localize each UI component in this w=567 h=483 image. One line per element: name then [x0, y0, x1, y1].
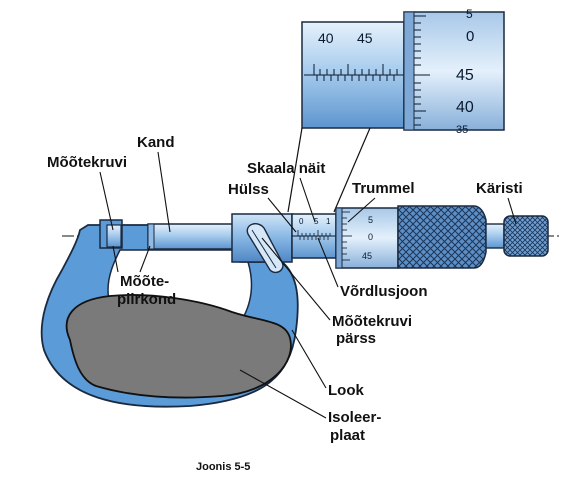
zoom-drum-label-35: 35 [456, 124, 468, 136]
label-skaala-nait: Skaala näit [247, 160, 325, 177]
insulation-pad [65, 294, 292, 399]
ratchet-neck [485, 223, 505, 249]
leader-parss [261, 237, 331, 321]
label-trummel: Trummel [352, 180, 415, 197]
leader-vordlusjoon [317, 237, 339, 288]
sleeve-ticks [297, 230, 331, 240]
leader-skaala-nait [299, 177, 316, 223]
zoom-leader-line [287, 127, 303, 213]
sleeve-label-1: 1 [326, 217, 331, 226]
label-parss-line2: pärss [336, 330, 376, 347]
spindle-tip [147, 223, 155, 250]
thimble-ticks [342, 211, 352, 261]
anvil [106, 224, 122, 248]
spindle [147, 223, 237, 250]
leader-mootepiirkond-a [112, 245, 119, 273]
label-kand: Kand [137, 134, 175, 151]
thimble-label-45: 45 [362, 251, 372, 261]
thimble-label-0: 0 [368, 232, 373, 242]
zoomed-scale: 40 45 5 0 45 40 35 [301, 7, 505, 136]
ratchet [503, 215, 549, 257]
leader-hulss [267, 197, 297, 233]
thimble-bevel [335, 207, 343, 269]
zoom-drum-label-0: 0 [466, 28, 474, 45]
label-mootekruvi: Mõõtekruvi [47, 154, 127, 171]
sleeve-label-0: 0 [299, 217, 304, 226]
label-karisti: Käristi [476, 180, 523, 197]
leader-trummel [347, 197, 376, 223]
label-mootepiirkond-line1: Mõõte- [120, 273, 169, 290]
lock-lever-edge [251, 229, 277, 269]
leader-karisti [507, 197, 517, 225]
zoom-drum-label-5: 5 [466, 7, 473, 21]
label-hulss: Hülss [228, 181, 269, 198]
zoom-sleeve-ticks [313, 64, 398, 81]
thimble-knurl [397, 205, 487, 269]
thimble-label-5: 5 [368, 215, 373, 225]
label-isoleerplaat-line1: Isoleer- [328, 409, 381, 426]
zoom-sleeve-label-40: 40 [318, 30, 334, 46]
zoom-drum-label-45: 45 [456, 67, 474, 84]
zoom-drum-ticks [414, 15, 430, 126]
zoom-sleeve-label-45: 45 [357, 30, 373, 46]
leader-look [291, 329, 327, 389]
leader-mootekruvi [99, 171, 114, 231]
label-parss-line1: Mõõtekruvi [332, 313, 412, 330]
label-mootepiirkond-line2: piirkond [117, 291, 176, 308]
label-isoleerplaat-line2: plaat [330, 427, 365, 444]
label-look: Look [328, 382, 364, 399]
leader-mootepiirkond-b [139, 245, 151, 273]
label-vordlusjoon: Võrdlusjoon [340, 283, 428, 300]
leader-lines [99, 151, 517, 419]
sleeve-label-5: 5 [314, 217, 319, 226]
zoom-drum-label-40: 40 [456, 99, 474, 116]
figure-caption: Joonis 5-5 [196, 461, 250, 473]
leader-kand [157, 151, 171, 233]
leader-isoleerplaat [239, 369, 327, 419]
zoom-leader-line-2 [333, 127, 371, 213]
